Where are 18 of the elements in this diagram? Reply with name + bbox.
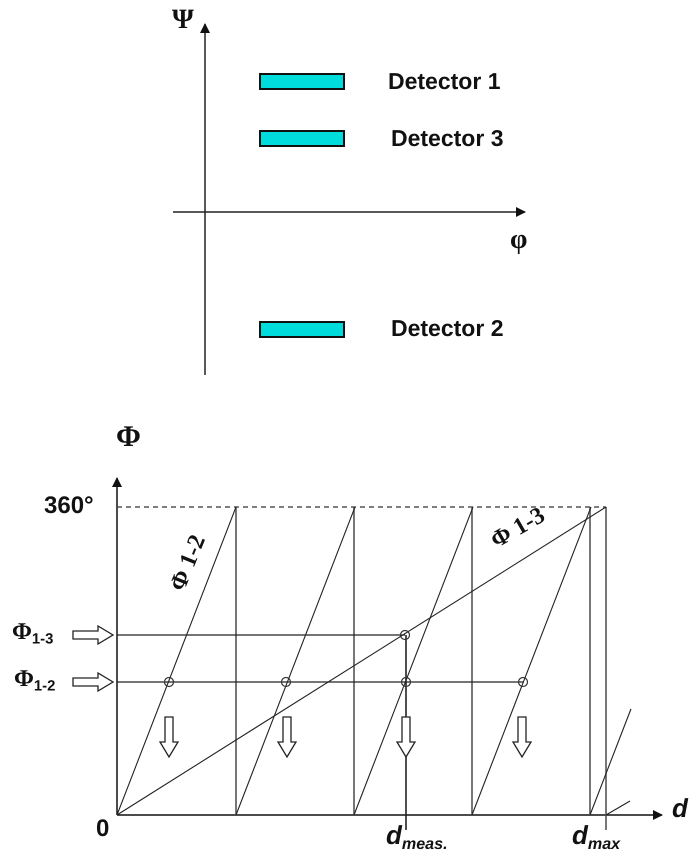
detector-bar bbox=[259, 321, 345, 338]
tick-label: 360° bbox=[44, 494, 94, 518]
tick-label: d$_{max}$ bbox=[572, 822, 620, 852]
value-label: Φ$_{1-2}$ bbox=[14, 667, 56, 694]
line-label: Φ 1-2 bbox=[166, 532, 210, 594]
axis-label: φ bbox=[510, 226, 528, 254]
value-label: Φ$_{1-3}$ bbox=[12, 620, 54, 648]
tick-label: 0 bbox=[96, 817, 110, 841]
detector-label: Detector 2 bbox=[391, 317, 504, 340]
detector-label: Detector 1 bbox=[388, 70, 500, 93]
detector-bar bbox=[259, 73, 345, 90]
axis-label: Φ bbox=[116, 422, 141, 452]
axis-label: d bbox=[672, 795, 688, 821]
detector-label: Detector 3 bbox=[391, 127, 504, 150]
axis-label: Ψ bbox=[172, 6, 194, 34]
detector-bar bbox=[259, 130, 345, 147]
tick-label: d$_{meas.}$ bbox=[386, 822, 448, 852]
line-label: Φ 1-3 bbox=[486, 503, 550, 553]
